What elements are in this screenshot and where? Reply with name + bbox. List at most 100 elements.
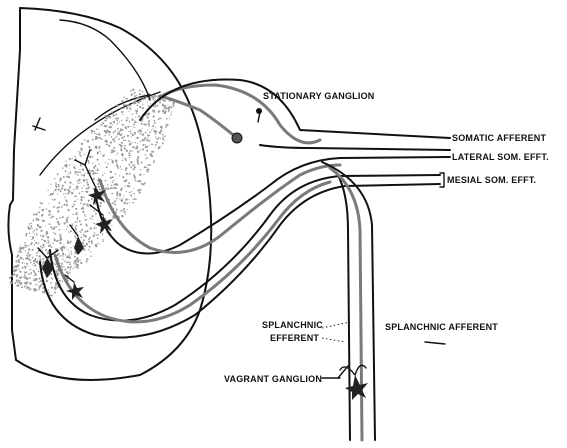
stipple-dot [125, 159, 127, 161]
stipple-dot [66, 201, 68, 203]
stipple-dot [117, 123, 119, 125]
stipple-dot [98, 147, 100, 149]
stipple-dot [120, 107, 122, 109]
stipple-dot [108, 159, 109, 160]
stipple-dot [84, 173, 85, 174]
stipple-dot [131, 119, 133, 121]
stipple-dot [134, 179, 136, 181]
stipple-dot [49, 211, 51, 213]
stipple-dot [57, 194, 58, 195]
stipple-dot [46, 233, 47, 234]
stipple-dot [58, 184, 60, 186]
stipple-dot [32, 236, 34, 238]
stipple-dot [127, 185, 129, 187]
stipple-dot [133, 193, 135, 195]
stipple-dot [73, 184, 74, 185]
stipple-dot [23, 276, 25, 278]
label-splanchnic-efferent-2: EFFERENT [270, 333, 319, 343]
stipple-dot [121, 187, 122, 188]
stipple-dot [99, 126, 100, 127]
stipple-dot [50, 214, 51, 215]
stipple-dot [45, 249, 47, 251]
stipple-dot [28, 273, 30, 275]
stipple-dot [43, 221, 44, 222]
stipple-dot [122, 154, 124, 156]
stipple-dot [86, 182, 88, 184]
stipple-dot [167, 124, 169, 126]
stipple-dot [22, 262, 24, 264]
stipple-dot [120, 146, 121, 147]
stipple-dot [41, 238, 43, 240]
stipple-dot [59, 229, 61, 231]
stipple-dot [152, 115, 154, 117]
stipple-dot [130, 133, 131, 134]
stipple-dot [148, 113, 150, 115]
stipple-dot [42, 247, 44, 249]
stipple-dot [80, 199, 82, 201]
stipple-dot [49, 223, 51, 225]
stipple-dot [42, 235, 44, 237]
stipple-dot [114, 130, 115, 131]
stipple-dot [106, 125, 108, 127]
stipple-dot [99, 205, 101, 207]
stipple-dot [131, 95, 132, 96]
stipple-dot [135, 117, 136, 118]
stipple-dot [36, 255, 37, 256]
stipple-dot [81, 149, 83, 151]
stipple-dot [78, 179, 80, 181]
stipple-dot [36, 228, 38, 230]
stipple-dot [112, 124, 113, 125]
stipple-dot [47, 236, 49, 238]
stipple-dot [109, 131, 111, 133]
stipple-dot [97, 243, 98, 244]
stipple-dot [121, 120, 122, 121]
stipple-dot [127, 118, 128, 119]
stipple-dot [53, 232, 54, 233]
stipple-dot [134, 92, 136, 94]
stipple-dot [62, 266, 63, 267]
stipple-dot [114, 204, 116, 206]
stipple-dot [48, 250, 49, 251]
stipple-dot [98, 129, 99, 130]
stipple-dot [48, 242, 50, 244]
stipple-dot [75, 174, 76, 175]
stipple-dot [103, 154, 105, 156]
stipple-dot [96, 235, 97, 236]
stipple-dot [132, 126, 133, 127]
stipple-dot [73, 268, 74, 269]
stipple-dot [67, 209, 69, 211]
stipple-dot [51, 277, 53, 279]
stipple-dot [171, 111, 172, 112]
stipple-dot [43, 246, 44, 247]
stipple-dot [146, 170, 148, 172]
stipple-dot [147, 101, 148, 102]
stipple-dot [29, 283, 30, 284]
stipple-dot [142, 107, 144, 109]
stipple-dot [146, 146, 148, 148]
stipple-dot [151, 130, 152, 131]
stipple-dot [119, 121, 120, 122]
stipple-dot [126, 117, 127, 118]
stipple-dot [54, 178, 55, 179]
stipple-dot [25, 268, 26, 269]
stipple-dot [123, 195, 124, 196]
stipple-dot [12, 280, 13, 281]
stipple-dot [151, 151, 153, 153]
stipple-dot [23, 259, 24, 260]
stipple-dot [120, 149, 122, 151]
stipple-dot [123, 107, 125, 109]
stipple-dot [95, 170, 96, 171]
stipple-dot [80, 164, 82, 166]
stipple-dot [40, 235, 41, 236]
stipple-dot [164, 135, 166, 137]
stipple-dot [141, 183, 143, 185]
stipple-dot [148, 124, 150, 126]
stipple-dot [75, 225, 77, 227]
stipple-dot [22, 267, 23, 268]
stipple-dot [110, 122, 112, 124]
stipple-dot [139, 133, 141, 135]
stipple-dot [165, 126, 167, 128]
stipple-dot [88, 186, 89, 187]
splanchnic-afferent-tick [425, 342, 445, 344]
stipple-dot [150, 155, 152, 157]
